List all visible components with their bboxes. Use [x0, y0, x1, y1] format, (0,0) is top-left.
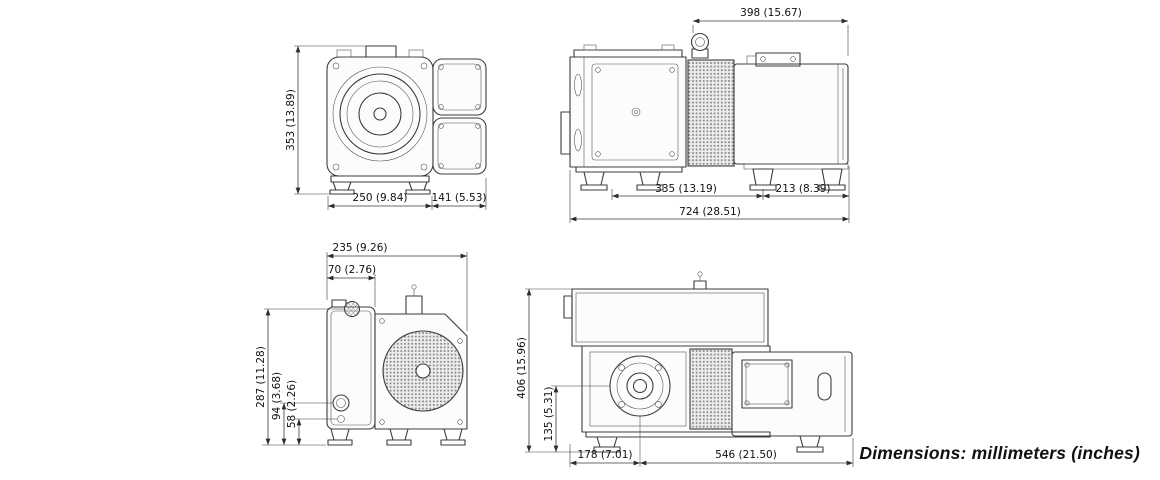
dim-total-length: 724 (28.51)	[679, 206, 741, 218]
feet-side-left	[593, 435, 824, 453]
view-rear: 235 (9.26) 70 (2.76) 287 (11.28) 94 (3.6…	[255, 242, 468, 446]
terminal-box	[741, 359, 793, 409]
oil-fill-plug	[344, 301, 360, 317]
cover-tabs	[583, 44, 675, 51]
tank-top-tab	[331, 299, 347, 308]
front-view-dimensions: 353 (13.89) 250 (9.84) 141 (5.53)	[285, 45, 487, 210]
dim-rear-width-total: 235 (9.26)	[333, 242, 388, 254]
dim-sight-glass-height: 94 (3.68)	[271, 372, 283, 420]
top-tab-left	[336, 49, 352, 58]
pump-module	[569, 56, 687, 168]
feet-rear-view	[327, 428, 466, 446]
side-left-dimensions: 406 (15.96) 135 (5.31) 178 (7.01) 546 (2…	[516, 288, 854, 467]
dim-drain-height: 58 (2.26)	[286, 380, 298, 428]
dim-side-right-top: 398 (15.67)	[740, 7, 802, 19]
electrical-box-top	[432, 58, 487, 116]
oil-drain-plug	[337, 415, 345, 423]
side-panel	[591, 63, 679, 161]
dim-rear-height-total: 287 (11.28)	[255, 346, 267, 408]
dim-side-left-height: 406 (15.96)	[516, 337, 528, 399]
top-bracket	[365, 45, 397, 58]
dim-axis-height: 135 (5.31)	[543, 387, 555, 442]
side-right-dimensions: 398 (15.67) 335 (13.19) 213 (8.39) 724 (…	[569, 7, 850, 223]
pump-body-panel	[589, 351, 687, 427]
top-fitting	[693, 271, 707, 290]
top-tab-right	[408, 49, 424, 58]
view-front: 353 (13.89) 250 (9.84) 141 (5.53)	[285, 45, 487, 210]
top-cover	[573, 49, 683, 58]
dim-feet-span: 335 (13.19)	[655, 183, 717, 195]
oil-tank	[326, 306, 376, 430]
view-side-right: 398 (15.67) 335 (13.19) 213 (8.39) 724 (…	[560, 7, 850, 223]
cooling-grille-rear	[689, 348, 733, 430]
fan-housing-screws	[379, 318, 463, 425]
handle-slots	[574, 73, 582, 152]
dim-motor-overhang: 213 (8.39)	[776, 183, 831, 195]
motor-end-lines	[837, 64, 844, 164]
handle-slot	[817, 372, 832, 401]
fan-cover-rings	[332, 66, 428, 162]
dim-front-width-body: 250 (9.84)	[353, 192, 408, 204]
dim-length-rear: 546 (21.50)	[715, 449, 777, 461]
view-side-left: 406 (15.96) 135 (5.31) 178 (7.01) 546 (2…	[516, 271, 854, 467]
pump-base-rail	[575, 166, 683, 173]
side-bracket	[563, 295, 573, 319]
exhaust-box-inner	[575, 292, 765, 343]
base-rail-rear	[585, 431, 771, 438]
feet-front-view	[329, 181, 431, 195]
exhaust-box	[571, 288, 769, 347]
motor-housing	[733, 63, 849, 165]
dim-rear-width-tank: 70 (2.76)	[328, 264, 376, 276]
dim-flange-offset: 178 (7.01)	[578, 449, 633, 461]
rear-view-dimensions: 235 (9.26) 70 (2.76) 287 (11.28) 94 (3.6…	[255, 242, 468, 446]
dim-front-height: 353 (13.89)	[285, 89, 297, 151]
dimensions-note: Dimensions: millimeters (inches)	[859, 443, 1140, 463]
lifting-eye-icon	[690, 32, 710, 52]
inlet-port	[560, 111, 571, 155]
terminal-box-top	[746, 52, 801, 67]
base-plate	[330, 175, 430, 183]
panel-screws	[595, 67, 675, 157]
electrical-box-bottom	[432, 117, 487, 175]
top-vent	[405, 284, 423, 315]
housing-screws	[332, 62, 428, 171]
feet-side-right	[580, 168, 846, 191]
dim-front-width-boxes: 141 (5.53)	[432, 192, 487, 204]
oil-sight-glass	[332, 394, 350, 412]
pump-housing-front	[326, 56, 434, 177]
mounting-flange	[609, 355, 671, 417]
fan-hub	[415, 363, 431, 379]
motor-bracket	[743, 163, 849, 170]
cooling-grille	[687, 59, 735, 167]
